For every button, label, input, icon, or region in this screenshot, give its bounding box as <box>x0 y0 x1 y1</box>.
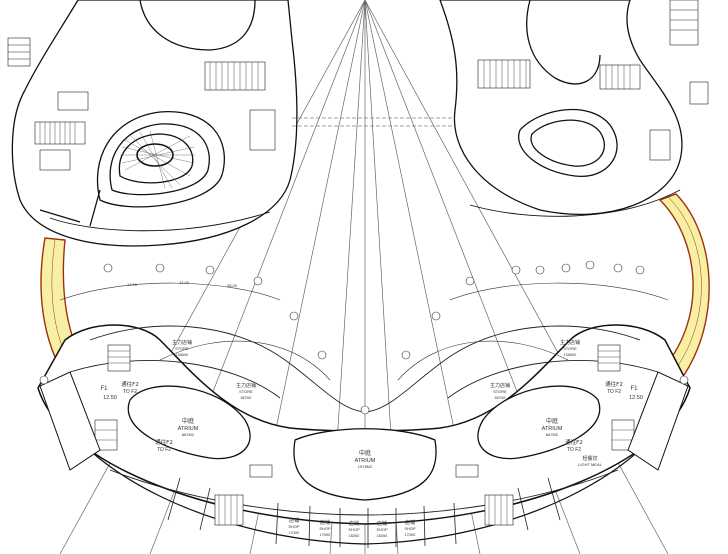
atrium-right-cn: 中庭 <box>546 417 558 425</box>
atrium-left-en: ATRIUM <box>178 426 199 432</box>
svg-text:店铺: 店铺 <box>320 519 330 526</box>
to-f2-right-a-en: TO F2 <box>607 389 621 395</box>
left-atrium-label: 中庭 ATRIUM 667M2 <box>178 417 199 437</box>
store-left-a-area: 1346M2 <box>176 353 189 357</box>
atrium-center-cn: 中庭 <box>359 449 371 457</box>
to-f2-right-b-cn: 通往F2 <box>565 438 583 446</box>
svg-text:店铺: 店铺 <box>405 519 415 526</box>
store-right-b-area: 667M2 <box>495 396 506 400</box>
upper-right-stair-blocks <box>477 59 709 161</box>
upper-right-stair-hatch <box>483 60 631 89</box>
central-atrium-label: 中庭 ATRIUM 1578M2 <box>355 449 376 469</box>
svg-text:SHOP: SHOP <box>404 526 416 531</box>
shop-dividers <box>167 477 561 548</box>
level-left-elev: 12.50 <box>103 395 117 401</box>
svg-text:店铺: 店铺 <box>349 520 359 527</box>
right-store-labels: 主力店铺 STORE 1346M2 主力店铺 STORE 667M2 <box>490 339 580 400</box>
atrium-center-area: 1578M2 <box>358 464 373 469</box>
level-right-elev: 12.50 <box>629 395 643 401</box>
dimension-labels: 14.00 14.00 58.00 <box>127 280 238 288</box>
svg-text:SHOP: SHOP <box>348 527 360 532</box>
store-left-b-en: STORE <box>239 389 253 394</box>
to-f2-left-a-cn: 通往F2 <box>121 380 139 388</box>
svg-text:179M2: 179M2 <box>320 533 331 537</box>
svg-text:170M2: 170M2 <box>405 533 416 537</box>
svg-text:店铺: 店铺 <box>289 517 299 524</box>
atrium-center-en: ATRIUM <box>355 458 376 464</box>
lower-cores <box>94 344 635 526</box>
atrium-left-cn: 中庭 <box>182 417 194 425</box>
to-f2-left-b-cn: 通往F2 <box>155 438 173 446</box>
to-f2-right-b-en: TO F2 <box>567 447 581 453</box>
svg-text:182M2: 182M2 <box>377 534 388 538</box>
upper-left-building <box>11 0 298 247</box>
svg-text:170M2: 170M2 <box>289 531 300 535</box>
dimension-arcs <box>59 282 669 381</box>
store-left-b-cn: 主力店铺 <box>236 382 256 389</box>
svg-text:182M2: 182M2 <box>349 534 360 538</box>
store-right-b-en: STORE <box>493 389 507 394</box>
to-f2-right-a-cn: 通往F2 <box>605 380 623 388</box>
grid-bubbles <box>39 260 689 415</box>
upper-left-mesh <box>120 130 195 189</box>
store-left-a-en: STORE <box>175 346 189 351</box>
shop-label: 店铺 SHOP 182M2 <box>376 520 388 538</box>
upper-left-stair-blocks <box>34 61 276 171</box>
shop-label: 店铺 SHOP 179M2 <box>319 519 331 537</box>
upper-corridor <box>292 117 455 127</box>
svg-text:SHOP: SHOP <box>288 524 300 529</box>
level-left-code: F1 <box>100 386 108 392</box>
to-f2-left-a-en: TO F2 <box>123 389 137 395</box>
store-left-a-cn: 主力店铺 <box>172 339 192 346</box>
end-blocks <box>39 371 689 471</box>
mall-outline <box>37 324 691 545</box>
right-atrium-label: 中庭 ATRIUM 667M2 <box>542 417 563 437</box>
svg-text:SHOP: SHOP <box>319 526 331 531</box>
to-f2-left-b-en: TO F2 <box>157 447 171 453</box>
left-store-labels: 主力店铺 STORE 1346M2 主力店铺 STORE 667M2 <box>172 339 256 400</box>
radial-guide-lines <box>59 0 669 554</box>
atrium-shapes <box>127 385 601 501</box>
store-right-b-cn: 主力店铺 <box>490 382 510 389</box>
dim-a: 14.00 <box>127 282 138 287</box>
dim-c: 58.00 <box>227 283 238 288</box>
shop-label: 店铺 SHOP 182M2 <box>348 520 360 538</box>
level-right-code: F1 <box>630 386 638 392</box>
shop-label: 店铺 SHOP 170M2 <box>288 517 300 535</box>
upper-left-stair-hatch <box>39 62 259 144</box>
dim-b: 14.00 <box>179 280 190 285</box>
atrium-left-area: 667M2 <box>182 432 195 437</box>
lower-core-hatch <box>95 350 634 525</box>
light-meal-en: LIGHT MEAL <box>578 462 602 467</box>
store-left-b-area: 667M2 <box>241 396 252 400</box>
shop-label: 店铺 SHOP 170M2 <box>404 519 416 537</box>
svg-text:SHOP: SHOP <box>376 527 388 532</box>
far-left-unit <box>7 37 31 67</box>
upper-right-building <box>439 0 683 217</box>
svg-text:店铺: 店铺 <box>377 520 387 527</box>
atrium-right-en: ATRIUM <box>542 426 563 432</box>
to-f2-labels: 通往F2 TO F2 通往F2 TO F2 通往F2 TO F2 通往F2 TO… <box>121 380 623 453</box>
far-right-unit <box>669 0 699 46</box>
level-markers: F1 12.50 F1 12.50 <box>100 386 642 401</box>
shop-label-row: 店铺 SHOP 170M2 店铺 SHOP 179M2 店铺 SHOP 182M… <box>288 517 416 538</box>
store-right-a-cn: 主力店铺 <box>560 339 580 346</box>
light-meal-label: 轻餐饮 LIGHT MEAL <box>578 455 602 467</box>
store-right-a-en: STORE <box>563 346 577 351</box>
atrium-right-area: 667M2 <box>546 432 559 437</box>
store-right-a-area: 1346M2 <box>564 353 577 357</box>
light-meal-cn: 轻餐饮 <box>582 455 597 462</box>
